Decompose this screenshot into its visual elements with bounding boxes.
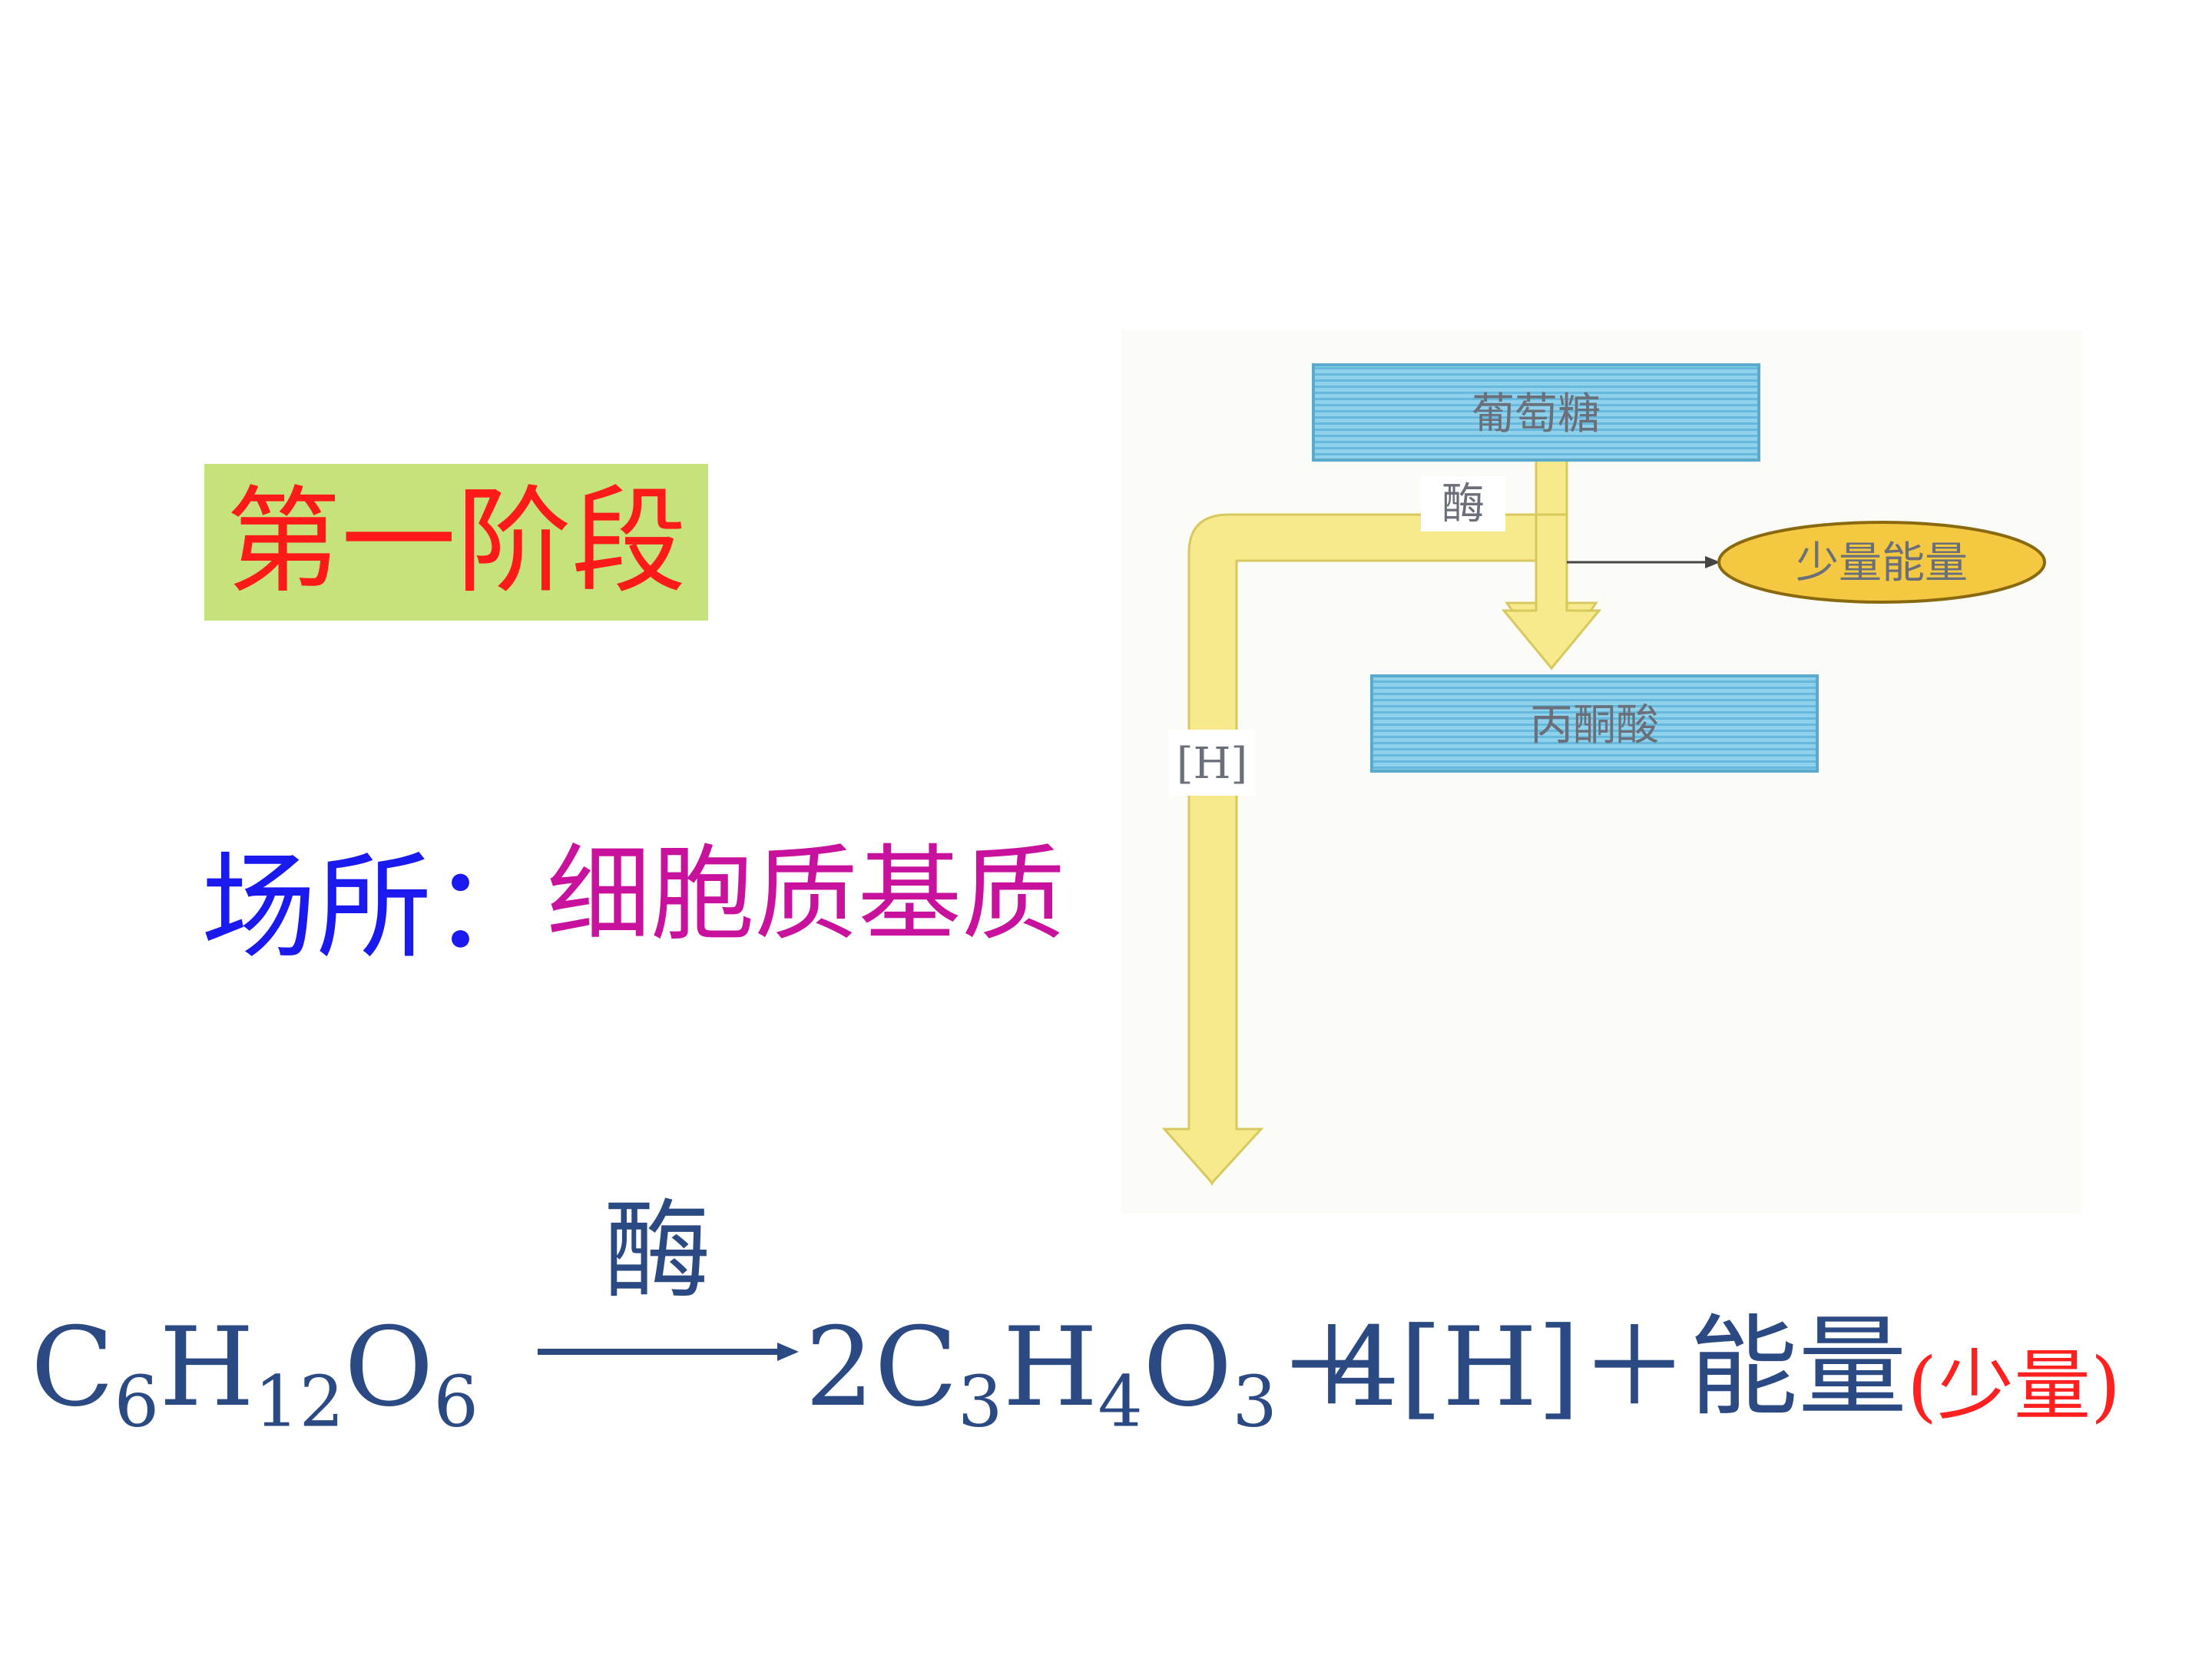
- glucose-label: 葡萄糖: [1472, 389, 1601, 439]
- pyruvate-label: 丙酮酸: [1530, 700, 1659, 750]
- enzyme-label-bg: [1421, 476, 1505, 531]
- energy-label: 少量能量: [1796, 538, 1968, 588]
- reactant-glucose: C6H12O6: [31, 1304, 479, 1443]
- energy-ellipse: [1717, 521, 2046, 604]
- enzyme-label: 酶: [1442, 479, 1485, 529]
- pyruvate-arrow: [1501, 513, 1602, 671]
- glucose-box: [1312, 363, 1760, 462]
- location-value: 细胞质基质: [547, 834, 1066, 955]
- hydrogen-pathway-fill: [1161, 452, 1568, 1185]
- glycolysis-diagram: 葡萄糖 酶 少量能量 丙酮酸 [H]: [1121, 330, 2081, 1214]
- location-label: 场所：: [201, 841, 548, 975]
- reaction-equation: C6H12O6 酶 2C3H4O3＋ 4[H]＋能量(少量): [0, 1183, 2212, 1490]
- stage-title: 第一阶段: [204, 464, 708, 621]
- hydrogen-label: [H]: [1177, 739, 1248, 789]
- location-line: 场所：细胞质基质: [201, 814, 1066, 975]
- equation-enzyme-label: 酶: [604, 1189, 712, 1314]
- product-hydrogen-energy: 4[H]＋能量(少量): [1330, 1304, 2121, 1431]
- energy-arrow-head: [1705, 556, 1720, 568]
- reaction-arrow: [538, 1343, 799, 1361]
- pyruvate-box: [1370, 674, 1819, 773]
- product-pyruvate: 2C3H4O3＋: [805, 1304, 1386, 1443]
- diagram-svg: 葡萄糖 酶 少量能量 丙酮酸 [H]: [1121, 330, 2081, 1214]
- hydrogen-label-bg: [1169, 730, 1255, 796]
- energy-amount-note: (少量): [1906, 1341, 2121, 1431]
